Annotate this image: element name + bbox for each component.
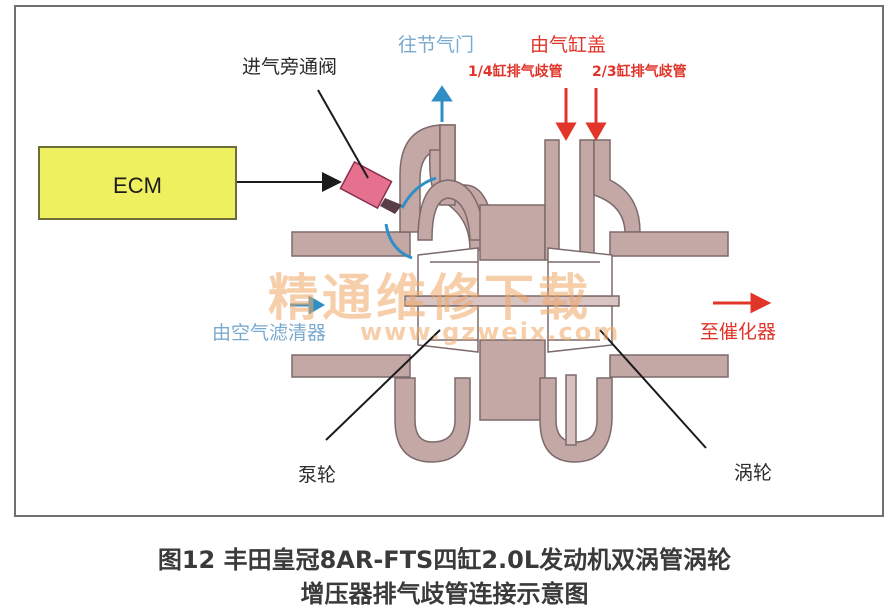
watermark-url: www.gzweix.com — [360, 318, 621, 346]
turbine-wheel — [547, 247, 613, 353]
pump-wheel-label: 泵轮 — [298, 464, 337, 486]
compressor-housing — [291, 124, 501, 463]
from-air-cleaner-label: 由空气滤清器 — [212, 322, 327, 344]
manifold-23-label: 2/3缸排气歧管 — [592, 64, 687, 80]
pump-wheel — [417, 247, 479, 353]
bypass-valve-label: 进气旁通阀 — [242, 56, 338, 78]
ecm-box: ECM — [38, 146, 237, 220]
turbine-wheel-label: 涡轮 — [734, 462, 773, 484]
center-housing — [404, 204, 620, 421]
bypass-valve — [339, 160, 402, 214]
ecm-label: ECM — [113, 173, 162, 198]
watermark-title: 精通维修下载 — [268, 269, 592, 327]
to-throttle-label: 往节气门 — [398, 34, 475, 56]
to-catalyst-label: 至催化器 — [700, 321, 777, 343]
exhaust-arrows — [555, 88, 772, 314]
manifold-14-label: 1/4缸排气歧管 — [468, 64, 563, 80]
leader-lines — [237, 89, 707, 449]
figure-caption-line2: 增压器排气歧管连接示意图 — [300, 580, 589, 608]
figure-caption-line1: 图12 丰田皇冠8AR-FTS四缸2.0L发动机双涡管涡轮 — [157, 546, 732, 574]
intake-flow-arrows — [290, 85, 453, 315]
from-head-label: 由气缸盖 — [530, 34, 607, 56]
